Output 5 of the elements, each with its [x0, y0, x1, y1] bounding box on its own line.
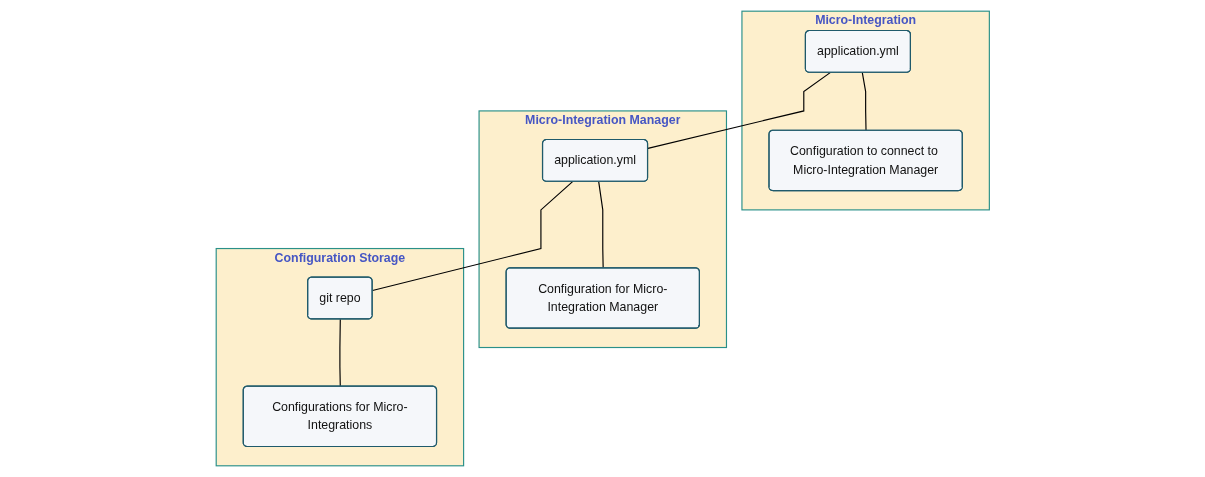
connector	[339, 318, 341, 388]
connector	[597, 181, 604, 269]
connector	[861, 72, 867, 132]
connector	[371, 181, 573, 292]
connector	[647, 72, 831, 149]
